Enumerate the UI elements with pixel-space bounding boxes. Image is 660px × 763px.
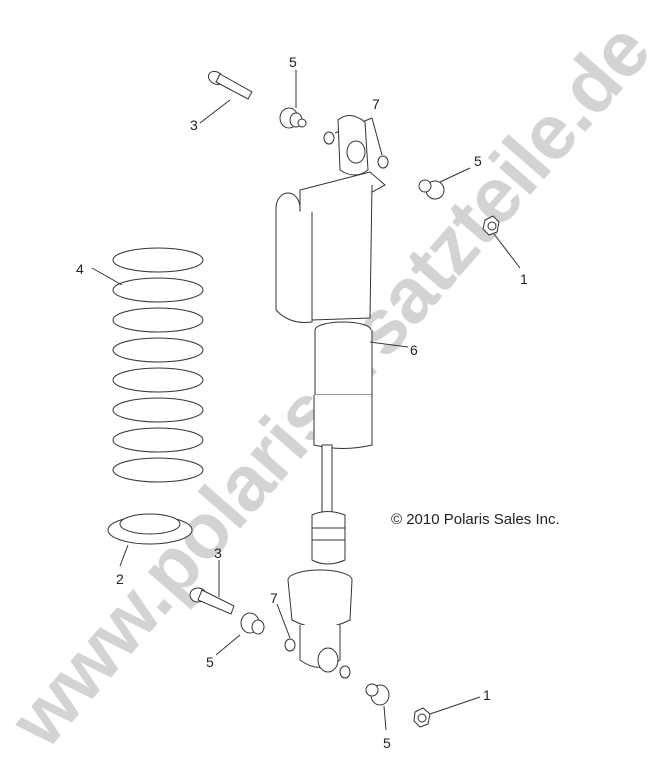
bushing-bottom: [365, 683, 390, 731]
callout-4: 4: [76, 261, 84, 277]
callout-6: 6: [410, 342, 418, 358]
callout-7-bottom: 7: [270, 590, 278, 606]
callout-2: 2: [116, 571, 124, 587]
callout-7-top: 7: [372, 96, 380, 112]
callout-1-right: 1: [520, 271, 528, 287]
nut-right: [482, 215, 521, 269]
shock-absorber: [275, 115, 409, 673]
callout-5-bottom-left: 5: [206, 654, 214, 670]
bushing-bottom-left: [215, 612, 265, 656]
callout-3-top: 3: [190, 117, 198, 133]
bolt-top: [199, 70, 253, 124]
nut-bottom: [413, 696, 481, 728]
callout-5-bottom: 5: [383, 735, 391, 751]
spring-retainer: [107, 513, 193, 567]
callout-5-top: 5: [289, 54, 297, 70]
callout-1-bottom: 1: [483, 687, 491, 703]
copyright-notice: © 2010 Polaris Sales Inc.: [391, 511, 560, 528]
callout-3-bottom: 3: [214, 545, 222, 561]
bolt-bottom: [189, 560, 235, 615]
callout-5-right: 5: [474, 153, 482, 169]
bushing-right: [418, 167, 471, 200]
coil-spring: [91, 247, 204, 483]
bushing-top: [279, 70, 307, 129]
o-rings-bottom: [276, 603, 351, 679]
